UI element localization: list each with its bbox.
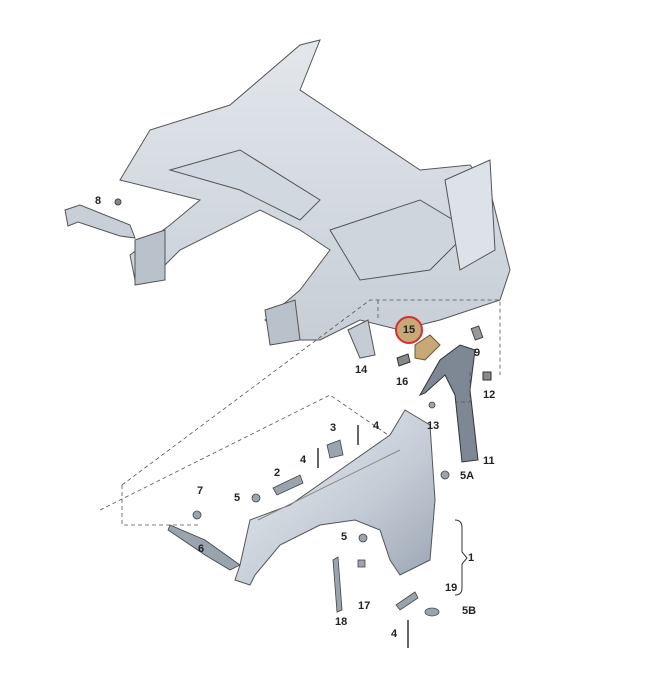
- callout-8: 8: [95, 195, 102, 207]
- callout-9: 9: [474, 347, 481, 359]
- callout-11: 11: [483, 455, 495, 467]
- callout-1: 1: [468, 552, 475, 564]
- callout-19: 19: [445, 582, 458, 594]
- callout-5A: 5A: [460, 470, 475, 482]
- callout-5-a: 5: [234, 492, 241, 504]
- part-8-bracket: [64, 204, 136, 239]
- callout-5-b: 5: [341, 531, 348, 543]
- callout-2: 2: [274, 467, 281, 479]
- callout-3: 3: [330, 422, 337, 434]
- part-11-pillar: [418, 344, 479, 463]
- callout-5B: 5B: [462, 605, 477, 617]
- callout-15: 15: [402, 324, 416, 336]
- callout-17: 17: [358, 600, 371, 612]
- body-structure: [119, 39, 511, 346]
- part-1-fender: [234, 409, 436, 586]
- callout-6: 6: [198, 543, 205, 555]
- callout-4-a: 4: [373, 420, 380, 432]
- callout-13: 13: [427, 420, 440, 432]
- callout-4-b: 4: [300, 454, 307, 466]
- callout-18: 18: [335, 616, 348, 628]
- callout-7: 7: [197, 485, 204, 497]
- callout-14: 14: [355, 364, 368, 376]
- part-14: [347, 319, 376, 359]
- callout-16: 16: [396, 376, 409, 388]
- part-15: [414, 334, 441, 361]
- callout-4-c: 4: [391, 628, 398, 640]
- callout-12: 12: [483, 389, 496, 401]
- callout-15-highlighted: 15: [395, 316, 423, 344]
